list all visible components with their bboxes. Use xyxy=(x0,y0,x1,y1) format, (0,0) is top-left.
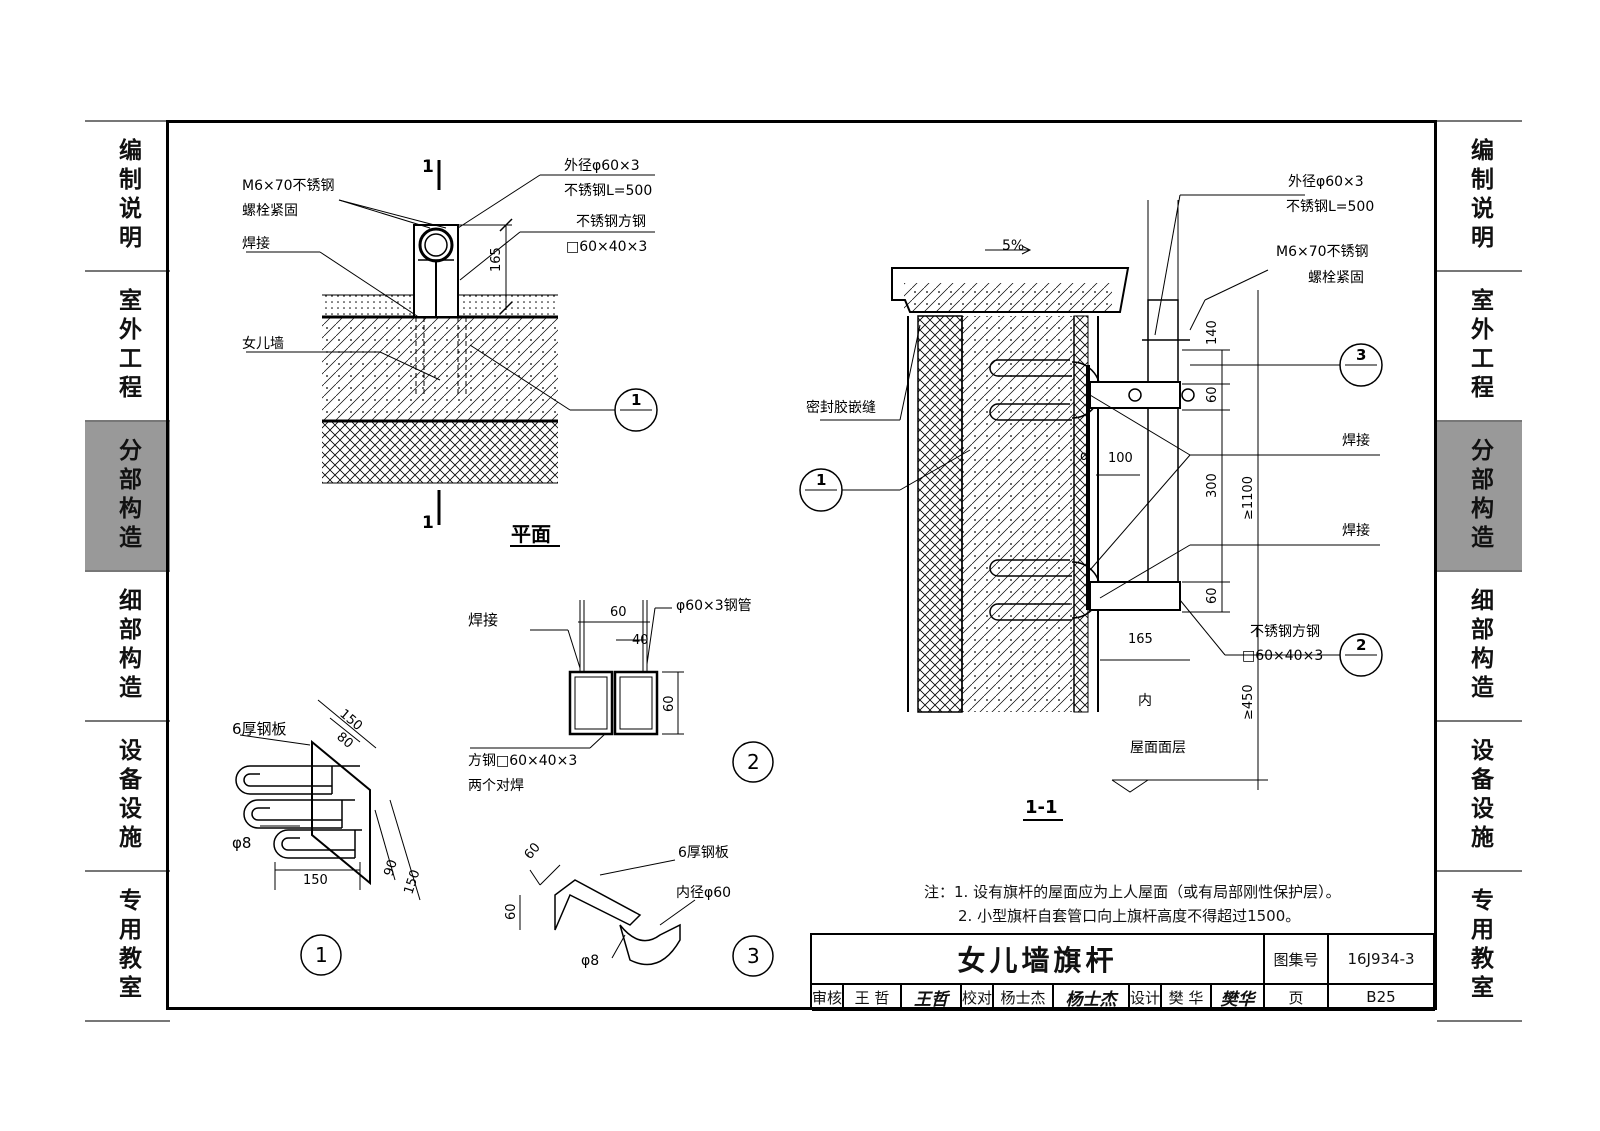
plan-label-square-1: 不锈钢方钢 xyxy=(576,214,646,230)
designer-name: 樊 华 xyxy=(1162,985,1212,1011)
nav-tab-detail[interactable]: 细部构造 xyxy=(85,570,170,720)
detail-1-label-rebar: φ8 xyxy=(232,834,251,852)
section-callout-1: 1 xyxy=(816,471,826,489)
section-dim-1100: ≥1100 xyxy=(1241,476,1256,520)
plan-label-bolt-1: M6×70不锈钢 xyxy=(242,178,335,194)
detail-2-label-square-2: 两个对焊 xyxy=(468,778,524,794)
review-label: 审核 xyxy=(812,985,844,1011)
detail-3-dim-60-a: 60 xyxy=(522,840,544,862)
drawing-title: 女儿墙旗杆 xyxy=(812,935,1265,985)
plan-label-pipe-1: 外径φ60×3 xyxy=(564,158,640,174)
plan-label-pipe-2: 不锈钢L=500 xyxy=(564,183,652,199)
drawing-frame xyxy=(166,120,1437,1010)
detail-1-dim-150-side: 150 xyxy=(402,868,424,896)
page-label: 页 xyxy=(1265,985,1329,1011)
title-block: 女儿墙旗杆 图集号 16J934-3 审核 王 哲 王哲 校对 杨士杰 杨士杰 … xyxy=(810,933,1435,1011)
nav-tab-subdivision-right[interactable]: 分部构造 xyxy=(1437,420,1522,570)
checker-signature: 杨士杰 xyxy=(1054,985,1130,1011)
section-label-bolt-2: 螺栓紧固 xyxy=(1308,270,1364,286)
detail-1-label-plate: 6厚钢板 xyxy=(232,720,287,738)
detail-1-number: 1 xyxy=(315,943,328,967)
detail-2-dim-40: 40 xyxy=(632,633,649,648)
nav-tab-classroom-right[interactable]: 专用教室 xyxy=(1437,870,1522,1022)
nav-tab-subdivision[interactable]: 分部构造 xyxy=(85,420,170,570)
section-label-weld-1: 焊接 xyxy=(1342,432,1370,449)
detail-3-label-inner: 内径φ60 xyxy=(676,885,731,901)
note-1: 注：1. 设有旗杆的屋面应为上人屋面（或有局部刚性保护层）。 xyxy=(924,883,1341,901)
nav-tab-classroom[interactable]: 专用教室 xyxy=(85,870,170,1022)
section-dim-100: 100 xyxy=(1108,451,1133,466)
section-slope: 5% xyxy=(1002,238,1024,254)
page-number: B25 xyxy=(1329,985,1435,1011)
section-dim-60-b: 60 xyxy=(1205,587,1220,604)
reviewer-signature: 王哲 xyxy=(902,985,962,1011)
atlas-number: 16J934-3 xyxy=(1329,935,1435,985)
section-label-weld-2: 焊接 xyxy=(1342,522,1370,539)
plan-view xyxy=(246,160,658,547)
nav-tab-outdoor[interactable]: 室外工程 xyxy=(85,270,170,420)
section-dim-140: 140 xyxy=(1205,320,1220,345)
section-label-square-2: □60×40×3 xyxy=(1242,648,1323,664)
detail-2-dim-60-top: 60 xyxy=(610,605,627,620)
section-dim-165: 165 xyxy=(1128,632,1153,647)
detail-2-number: 2 xyxy=(747,750,760,774)
plan-label-bolt-2: 螺栓紧固 xyxy=(242,203,298,219)
checker-name: 杨士杰 xyxy=(994,985,1054,1011)
nav-tab-intro[interactable]: 编制说明 xyxy=(85,120,170,270)
detail-3-drawing xyxy=(519,859,774,977)
detail-3-label-rebar: φ8 xyxy=(581,953,599,969)
design-label: 设计 xyxy=(1130,985,1162,1011)
section-label-sealant: 密封胶嵌缝 xyxy=(806,399,876,416)
detail-3-label-plate: 6厚钢板 xyxy=(678,845,729,861)
detail-3-dim-60-b: 60 xyxy=(504,903,519,920)
plan-section-mark-top: 1 xyxy=(422,157,434,177)
section-label-roof: 屋面面层 xyxy=(1130,740,1186,756)
plan-callout-1: 1 xyxy=(631,391,641,409)
detail-1-dim-90: 90 xyxy=(382,858,401,878)
plan-dim-165: 165 xyxy=(489,247,504,272)
detail-1-dim-150-bottom: 150 xyxy=(303,873,328,888)
designer-signature: 樊华 xyxy=(1212,985,1265,1011)
detail-2-drawing xyxy=(470,600,774,783)
detail-3-number: 3 xyxy=(747,944,760,968)
atlas-label: 图集号 xyxy=(1265,935,1329,985)
nav-tab-intro-right[interactable]: 编制说明 xyxy=(1437,120,1522,270)
section-dim-450: ≥450 xyxy=(1241,684,1256,720)
plan-label-weld: 焊接 xyxy=(242,235,270,252)
plan-label-wall: 女儿墙 xyxy=(242,335,284,352)
section-title: 1-1 xyxy=(1025,797,1058,818)
detail-2-label-square-1: 方钢□60×40×3 xyxy=(468,753,577,769)
section-label-inside: 内 xyxy=(1138,693,1152,709)
section-label-d: d xyxy=(1080,449,1088,464)
detail-2-label-pipe: φ60×3钢管 xyxy=(676,598,752,614)
detail-1-dim-80: 80 xyxy=(333,730,355,752)
reviewer-name: 王 哲 xyxy=(844,985,902,1011)
detail-1-drawing xyxy=(235,699,421,976)
side-nav-left: 编制说明 室外工程 分部构造 细部构造 设备设施 专用教室 xyxy=(85,120,170,1022)
plan-label-square-2: □60×40×3 xyxy=(566,239,647,255)
section-dim-300: 300 xyxy=(1205,473,1220,498)
section-callout-2: 2 xyxy=(1356,636,1366,654)
section-label-bolt-1: M6×70不锈钢 xyxy=(1276,244,1369,260)
check-label: 校对 xyxy=(962,985,994,1011)
detail-2-dim-60-side: 60 xyxy=(662,695,677,712)
note-2: 2. 小型旗杆自套管口向上旗杆高度不得超过1500。 xyxy=(958,907,1301,925)
nav-tab-detail-right[interactable]: 细部构造 xyxy=(1437,570,1522,720)
section-callout-3: 3 xyxy=(1356,346,1366,364)
detail-2-label-weld: 焊接 xyxy=(468,611,498,629)
plan-title: 平面 xyxy=(511,522,551,546)
section-label-pipe-2: 不锈钢L=500 xyxy=(1286,199,1374,215)
section-dim-60-a: 60 xyxy=(1205,386,1220,403)
side-nav-right: 编制说明 室外工程 分部构造 细部构造 设备设施 专用教室 xyxy=(1437,120,1522,1022)
section-label-pipe-1: 外径φ60×3 xyxy=(1288,174,1364,190)
plan-section-mark-bottom: 1 xyxy=(422,513,434,533)
notes: 注：1. 设有旗杆的屋面应为上人屋面（或有局部刚性保护层）。 2. 小型旗杆自套… xyxy=(924,880,1341,928)
detail-1-dim-150-top: 150 xyxy=(336,707,365,734)
section-label-square-1: 不锈钢方钢 xyxy=(1250,624,1320,640)
section-1-1-drawing xyxy=(799,194,1383,821)
nav-tab-outdoor-right[interactable]: 室外工程 xyxy=(1437,270,1522,420)
nav-tab-equipment[interactable]: 设备设施 xyxy=(85,720,170,870)
nav-tab-equipment-right[interactable]: 设备设施 xyxy=(1437,720,1522,870)
